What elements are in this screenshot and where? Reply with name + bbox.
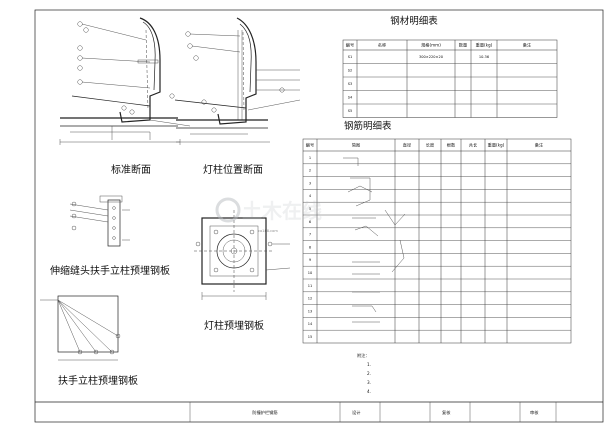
rebar-table-cell: 13 — [308, 309, 313, 313]
steel-table-cell: 10.36 — [479, 55, 490, 59]
lamp-post-section-drawing — [174, 17, 301, 143]
rebar-table: 编号简图直径长度根数共长重量(kg)备注12345678910111213141… — [302, 138, 572, 344]
rebar-table-title: 钢筋明细表 — [344, 120, 392, 132]
rebar-table-cell: 3 — [309, 181, 311, 185]
steel-table-cell: S1 — [348, 55, 353, 59]
designer-label: 设计 — [352, 409, 360, 416]
steel-table: 编号 名称 规格(mm) 数量 重量(kg) 备注 S1 300×220×20 10.36S2S… — [342, 39, 558, 118]
rebar-table-header-4: 根数 — [447, 142, 456, 149]
checker-label: 复核 — [442, 409, 451, 416]
steel-table-header-4: 重量(kg) — [476, 42, 493, 49]
rebar-table-header-1: 简图 — [352, 142, 360, 149]
note-1: 1. — [367, 362, 371, 367]
steel-table-cell: S2 — [348, 69, 353, 73]
drawing-name: 防撞护栏钢筋 — [252, 409, 277, 416]
rebar-table-cell: 10 — [308, 271, 313, 275]
rebar-table-header-3: 长度 — [426, 142, 435, 149]
notes-block: 附注： 1. 2. 3. 4. — [357, 352, 371, 394]
steel-table-header-3: 数量 — [459, 42, 467, 49]
watermark-url: co188.com — [258, 229, 278, 233]
steel-table-cell: S5 — [348, 109, 353, 113]
watermark: 土木在线 co188.com — [215, 197, 322, 233]
steel-table-header-5: 备注 — [523, 42, 532, 49]
rebar-table-header-7: 备注 — [535, 142, 544, 149]
note-2: 2. — [367, 371, 371, 376]
rebar-table-cell: 8 — [309, 245, 312, 249]
sheet-border — [34, 9, 604, 423]
note-3: 3. — [367, 380, 371, 385]
expansion-joint-plate-drawing — [69, 195, 130, 247]
steel-table-cell: S4 — [348, 96, 353, 100]
steel-table-header-0: 编号 — [346, 42, 354, 49]
barrier-outline-lamp — [217, 17, 257, 125]
caption-lamp-post-section: 灯柱位置断面 — [203, 163, 263, 176]
rebar-table-cell: 14 — [308, 322, 313, 326]
note-4: 4. — [367, 389, 371, 394]
barrier-outline — [119, 17, 161, 123]
standard-section-drawing — [59, 17, 191, 145]
steel-table-cell: S3 — [348, 82, 353, 86]
rebar-table-cell: 12 — [308, 297, 313, 301]
caption-lamp-post-plate: 灯柱预埋钢板 — [204, 319, 264, 332]
rebar-table-header-6: 重量(kg) — [488, 142, 505, 149]
rebar-table-header-0: 编号 — [306, 142, 314, 149]
lamp-post-plate-drawing — [194, 210, 291, 300]
caption-expansion-joint-plate: 伸缩缝头扶手立柱预埋钢板 — [50, 264, 170, 277]
rebar-table-cell: 1 — [309, 156, 311, 160]
steel-table-header-1: 名称 — [378, 42, 386, 49]
rebar-table-header-2: 直径 — [403, 142, 411, 148]
rebar-shape-sketches — [343, 157, 406, 323]
reviewer-label: 审核 — [530, 409, 539, 416]
notes-heading: 附注： — [357, 352, 370, 359]
watermark-text: 土木在线 — [242, 199, 322, 223]
caption-standard-section: 标准断面 — [111, 163, 151, 176]
rebar-table-cell: 15 — [308, 335, 313, 339]
rebar-table-cell: 5 — [309, 207, 311, 211]
steel-table-title: 钢材明细表 — [390, 15, 438, 27]
rebar-table-cell: 9 — [309, 258, 312, 262]
rebar-table-cell: 4 — [309, 194, 312, 198]
handrail-post-plate-drawing — [40, 295, 121, 361]
rebar-table-cell: 6 — [309, 220, 312, 224]
title-block: 防撞护栏钢筋 设计 复核 审核 — [35, 401, 603, 422]
steel-table-cell: 300×220×20 — [419, 55, 444, 59]
rebar-table-cell: 7 — [309, 233, 311, 237]
rebar-table-cell: 11 — [308, 284, 313, 288]
rebar-table-cell: 2 — [309, 169, 311, 173]
rebar-table-header-5: 共长 — [469, 142, 478, 149]
steel-table-header-2: 规格(mm) — [421, 42, 441, 49]
caption-handrail-post-plate: 扶手立柱预埋钢板 — [58, 374, 138, 387]
